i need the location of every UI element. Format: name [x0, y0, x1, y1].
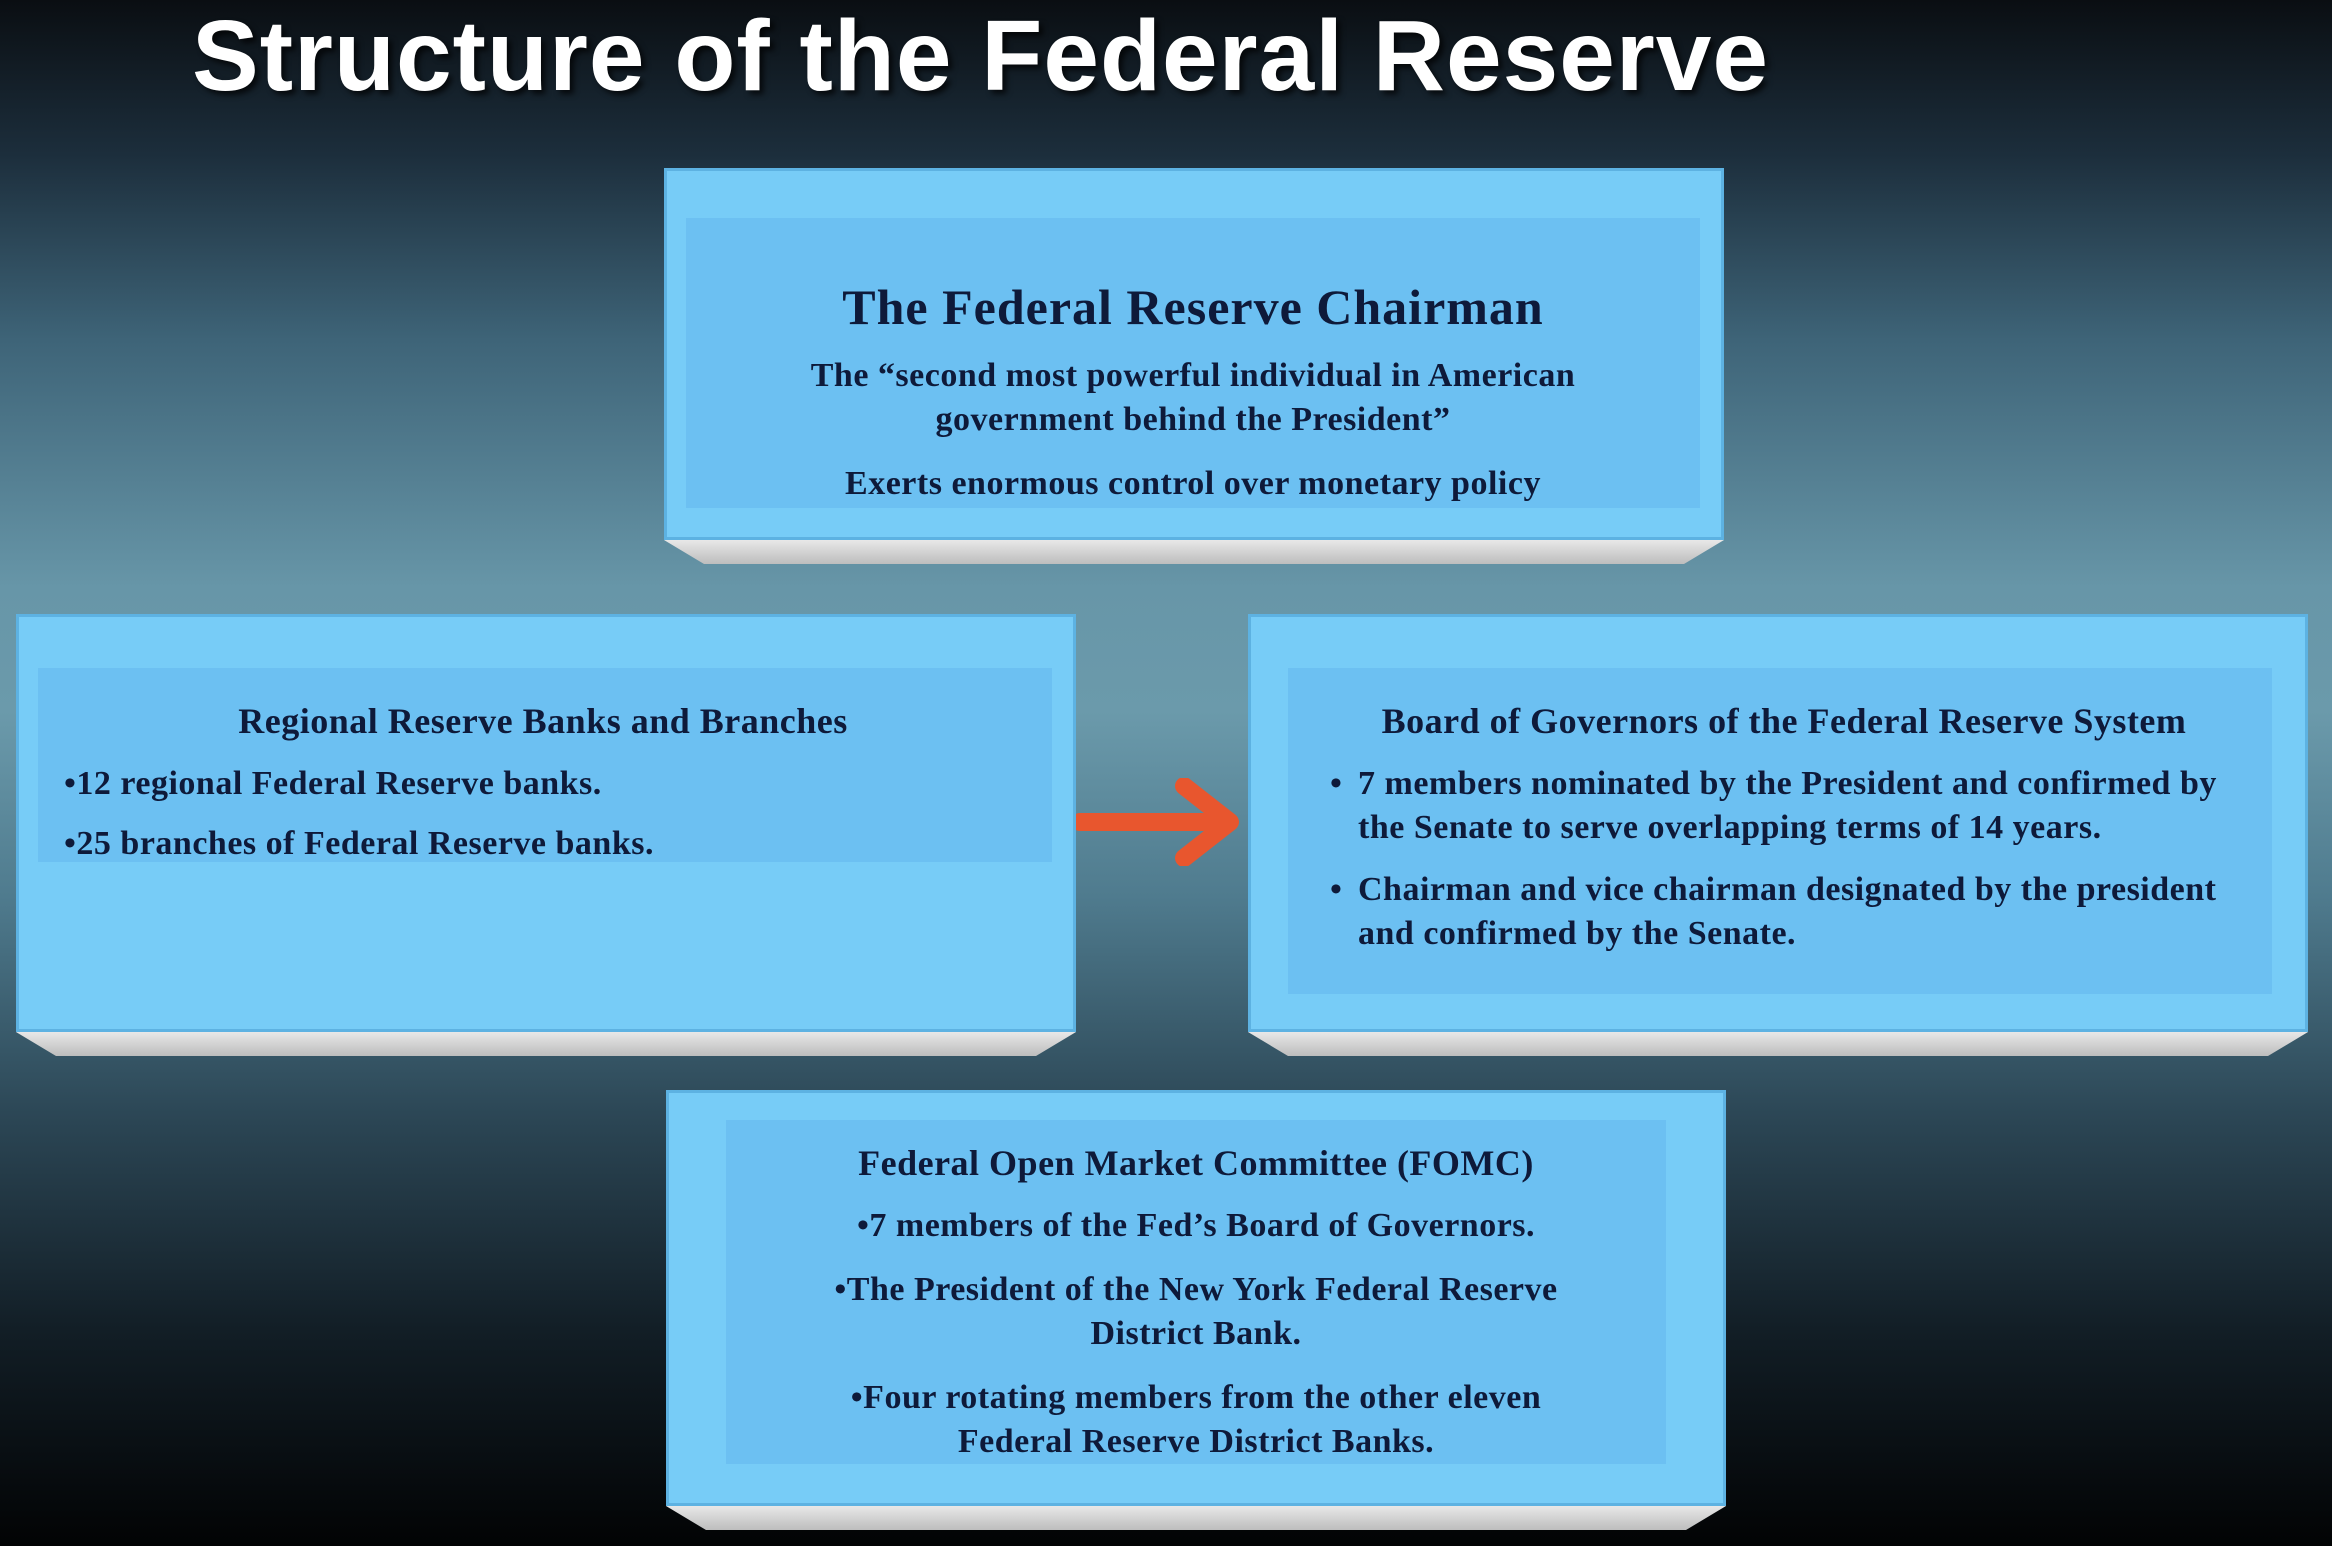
chairman-box: The Federal Reserve Chairman The “second… — [664, 168, 1724, 564]
board-item-1-text: 7 members nominated by the President and… — [1358, 765, 2217, 846]
board-item-2-text: Chairman and vice chairman designated by… — [1358, 871, 2217, 952]
board-box: Board of Governors of the Federal Reserv… — [1248, 614, 2308, 1056]
fomc-item-1: •7 members of the Fed’s Board of Governo… — [856, 1207, 1536, 1244]
regional-box: Regional Reserve Banks and Branches •12 … — [16, 614, 1076, 1056]
board-bullet-1: • — [1330, 765, 1343, 802]
board-item-2: • Chairman and vice chairman designated … — [1330, 868, 2238, 956]
regional-item-2: •25 branches of Federal Reserve banks. — [64, 825, 654, 862]
arrow-right-icon — [1076, 778, 1239, 866]
board-box-bevel — [1248, 1032, 2308, 1056]
fomc-item-2: •The President of the New York Federal R… — [834, 1271, 1558, 1352]
chairman-control: Exerts enormous control over monetary po… — [845, 465, 1541, 502]
fomc-item-3: •Four rotating members from the other el… — [850, 1379, 1542, 1460]
chairman-quote: The “second most powerful individual in … — [810, 357, 1576, 438]
fomc-box-bevel — [666, 1506, 1726, 1530]
page-title: Structure of the Federal Reserve — [192, 0, 1769, 112]
board-bullet-2: • — [1330, 871, 1343, 908]
fomc-heading: Federal Open Market Committee (FOMC) — [858, 1143, 1534, 1183]
board-item-1: • 7 members nominated by the President a… — [1330, 762, 2238, 850]
board-heading: Board of Governors of the Federal Reserv… — [1381, 701, 2187, 741]
chairman-box-bevel — [664, 540, 1724, 564]
regional-heading: Regional Reserve Banks and Branches — [238, 701, 848, 741]
regional-box-bevel — [16, 1032, 1076, 1056]
fomc-box: Federal Open Market Committee (FOMC) •7 … — [666, 1090, 1726, 1530]
chairman-heading: The Federal Reserve Chairman — [842, 279, 1544, 335]
regional-item-1: •12 regional Federal Reserve banks. — [64, 765, 602, 802]
